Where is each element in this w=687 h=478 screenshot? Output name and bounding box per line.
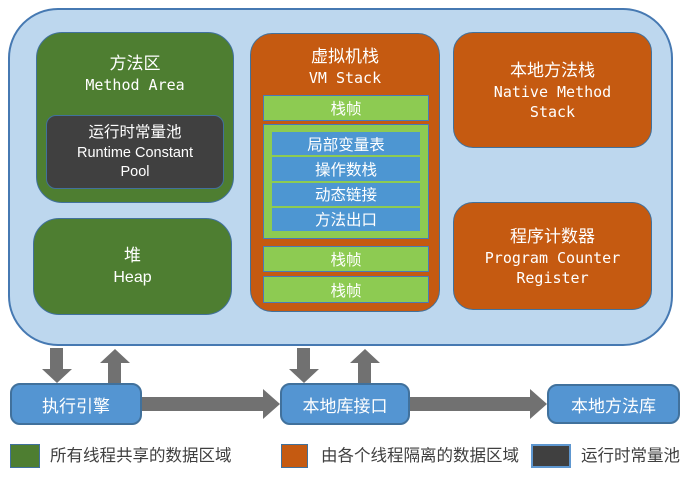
heap-title-en: Heap (113, 269, 152, 286)
program-counter-title-zh: 程序计数器 (510, 226, 595, 246)
legend-swatch-isolated-orange (281, 444, 308, 468)
native-method-stack-title-zh: 本地方法栈 (510, 60, 595, 80)
frame-cell-operand-stack: 操作数栈 (272, 157, 420, 181)
native-method-stack-box: 本地方法栈 Native Method Stack (453, 32, 652, 148)
heap-title-zh: 堆 (124, 246, 141, 265)
program-counter-title-en: Program Counter Register (484, 248, 621, 287)
native-library-interface-box: 本地库接口 (280, 383, 410, 425)
vm-stack-box: 虚拟机栈 VM Stack 栈帧 局部变量表 操作数栈 动态链接 方法出口 栈帧… (250, 33, 440, 312)
method-area-title-en: Method Area (85, 76, 185, 94)
runtime-constant-pool-title-en: Runtime Constant Pool (76, 145, 194, 180)
legend-label-shared: 所有线程共享的数据区域 (50, 447, 232, 465)
native-method-libraries-box: 本地方法库 (547, 384, 680, 424)
legend-swatch-shared-green (10, 444, 40, 468)
vm-stack-title-zh: 虚拟机栈 (311, 47, 379, 66)
runtime-constant-pool-title-zh: 运行时常量池 (88, 124, 182, 141)
frame-cell-dynamic-linking: 动态链接 (272, 182, 420, 206)
stack-frame-2: 栈帧 (263, 246, 429, 272)
stack-frame-1: 栈帧 (263, 95, 429, 121)
method-area-title-zh: 方法区 (109, 54, 161, 73)
frame-cell-local-variable-table: 局部变量表 (272, 132, 420, 156)
stack-frame-detail: 局部变量表 操作数栈 动态链接 方法出口 (263, 124, 429, 239)
native-method-stack-title-en: Native Method Stack (493, 82, 612, 121)
method-area-box: 方法区 Method Area 运行时常量池 Runtime Constant … (36, 32, 234, 203)
program-counter-register-box: 程序计数器 Program Counter Register (453, 202, 652, 310)
stack-frame-3: 栈帧 (263, 276, 429, 303)
heap-box: 堆 Heap (33, 218, 232, 315)
execution-engine-box: 执行引擎 (10, 383, 142, 425)
legend-label-runtime-pool: 运行时常量池 (581, 447, 680, 465)
frame-cell-method-exit: 方法出口 (272, 207, 420, 231)
legend-swatch-runtime-pool-dark (531, 444, 571, 468)
legend-label-isolated: 由各个线程隔离的数据区域 (321, 447, 519, 465)
runtime-constant-pool-box: 运行时常量池 Runtime Constant Pool (46, 115, 224, 189)
vm-stack-title-en: VM Stack (308, 69, 382, 87)
